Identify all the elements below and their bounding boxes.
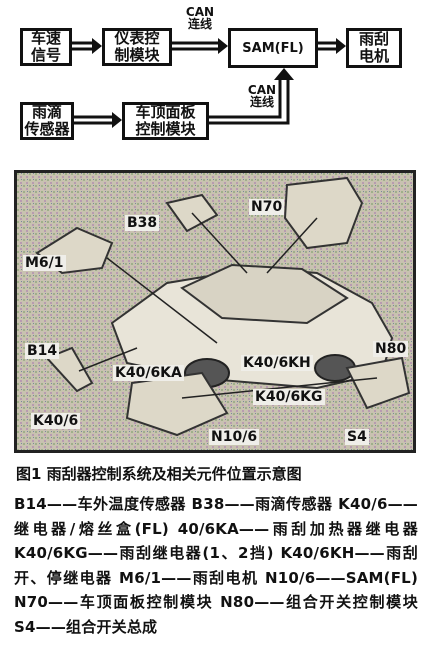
label-n80: N80 bbox=[373, 341, 409, 357]
box-rain-sensor: 雨滴 传感器 bbox=[20, 102, 74, 140]
label-s4: S4 bbox=[345, 429, 369, 445]
n80-component bbox=[345, 356, 411, 410]
can-label-bottom: CAN 连线 bbox=[247, 83, 277, 109]
box-sam-fl: SAM(FL) bbox=[228, 28, 318, 68]
box-wiper-motor: 雨刮 电机 bbox=[346, 28, 402, 68]
label-b14: B14 bbox=[25, 343, 60, 359]
arrowhead bbox=[92, 38, 102, 54]
flow-arrows bbox=[71, 38, 346, 128]
label-k40-6: K40/6 bbox=[31, 413, 81, 429]
box-vehicle-speed: 车速 信号 bbox=[20, 28, 72, 66]
label-k40-6kh: K40/6KH bbox=[241, 355, 313, 371]
k40-6-component bbox=[125, 371, 229, 437]
label-b38: B38 bbox=[125, 215, 160, 231]
can-label-top: CAN 连线 bbox=[185, 5, 215, 31]
label-n10-6: N10/6 bbox=[209, 429, 260, 445]
car-roof bbox=[180, 263, 349, 325]
arrowhead bbox=[336, 38, 346, 54]
n70-component bbox=[283, 176, 364, 250]
arrowhead bbox=[274, 68, 294, 80]
figure-caption: 图1 雨刮器控制系统及相关元件位置示意图 bbox=[16, 465, 302, 483]
arrowhead bbox=[218, 38, 228, 54]
arrowhead bbox=[112, 112, 122, 128]
label-k40-6kg: K40/6KG bbox=[253, 389, 325, 405]
label-m6-1: M6/1 bbox=[23, 255, 66, 271]
label-n70: N70 bbox=[249, 199, 285, 215]
box-instrument-module: 仪表控 制模块 bbox=[102, 28, 172, 66]
box-roof-panel-module: 车顶面板 控制模块 bbox=[122, 102, 209, 140]
component-location-photo: B38 N70 M6/1 B14 N80 K40/6KA K40/6KH K40… bbox=[14, 170, 416, 453]
figure-legend: B14——车外温度传感器 B38——雨滴传感器 K40/6——继电器/熔丝盒(F… bbox=[14, 495, 418, 636]
car-illustration bbox=[17, 173, 413, 450]
label-k40-6ka: K40/6KA bbox=[113, 365, 184, 381]
